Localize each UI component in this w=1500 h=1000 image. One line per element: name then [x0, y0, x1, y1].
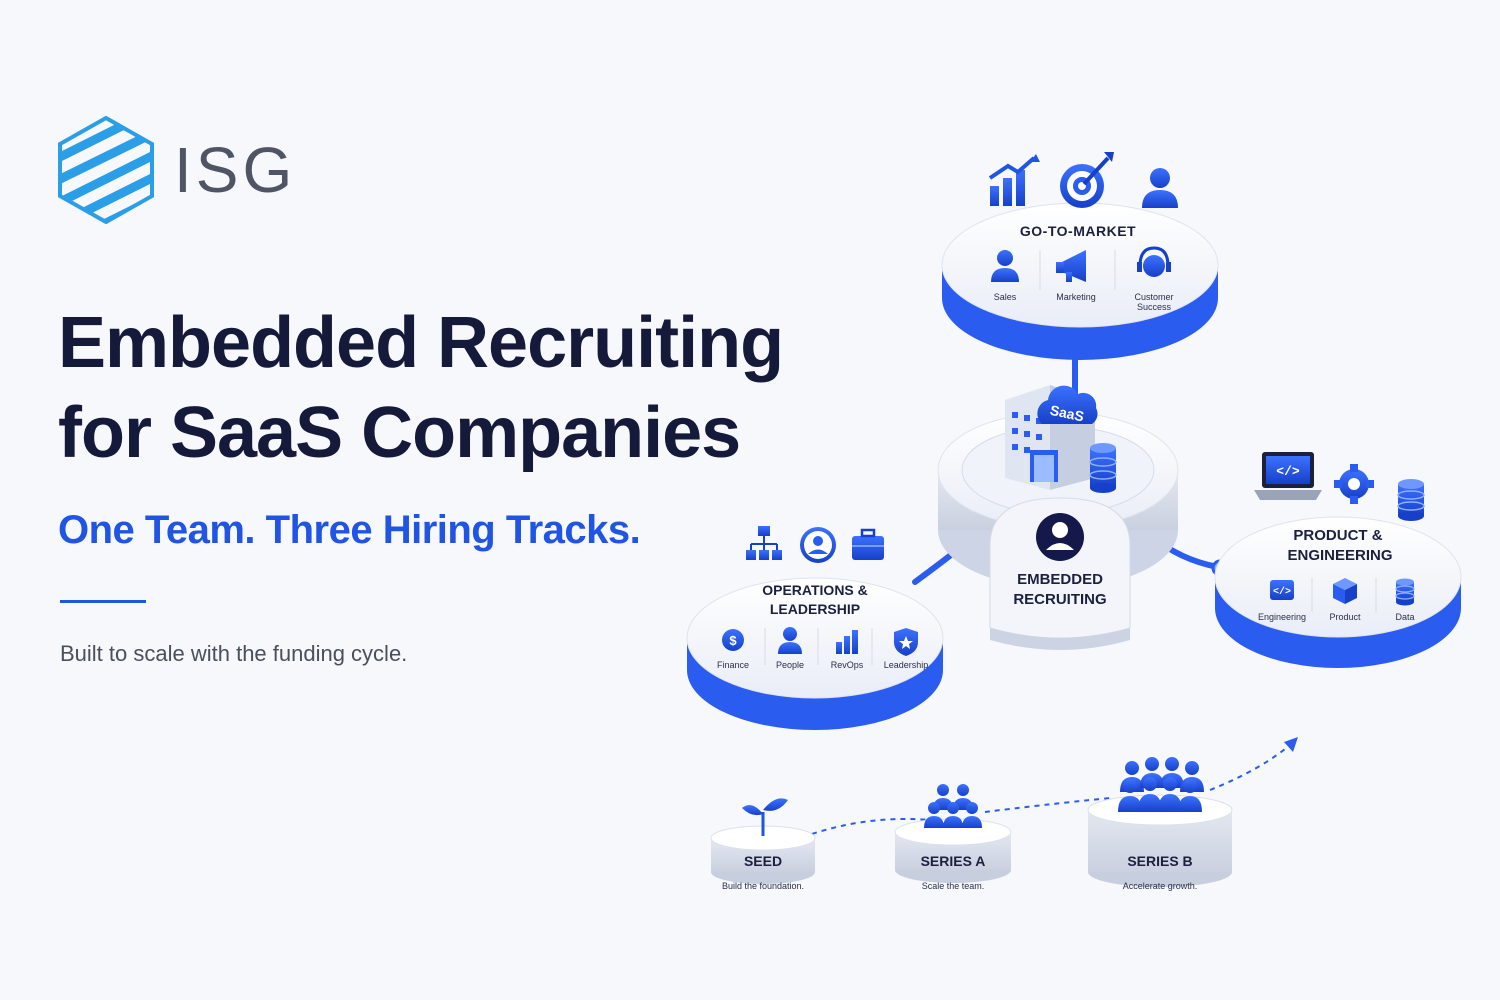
- user-circle-icon: [1036, 513, 1084, 561]
- product-title-line-2: ENGINEERING: [1287, 547, 1392, 564]
- saas-building-icon: [1005, 385, 1117, 493]
- product-title-line-1: PRODUCT &: [1293, 527, 1382, 544]
- series-a-pedestal: [894, 818, 1012, 883]
- cube-icon: [1333, 578, 1357, 604]
- brand: ISG: [58, 116, 296, 224]
- ops-item-finance: Finance: [716, 660, 750, 670]
- hub-label-line-2: RECRUITING: [1013, 591, 1107, 608]
- accent-divider: [60, 600, 146, 603]
- stage-series-b-caption: Accelerate growth.: [1122, 881, 1198, 891]
- gear-icon: [1334, 464, 1374, 504]
- database-icon: [1395, 578, 1415, 606]
- bar-chart-icon: [836, 630, 858, 654]
- hub-pedestal: [989, 497, 1131, 650]
- person-icon: [1142, 168, 1178, 208]
- cloud-icon: [1037, 385, 1098, 424]
- title-line-1: Embedded Recruiting: [58, 303, 784, 383]
- tagline: One Team. Three Hiring Tracks.: [58, 508, 641, 552]
- hub-label: EMBEDDED RECRUITING: [990, 570, 1130, 610]
- gtm-item-customer-success: Customer Success: [1124, 292, 1184, 312]
- shield-star-icon: [894, 628, 918, 656]
- megaphone-icon: [1056, 250, 1086, 282]
- product-item-data: Data: [1395, 612, 1415, 622]
- target-icon: [1060, 152, 1114, 208]
- gtm-item-sales: Sales: [993, 292, 1017, 302]
- sprout-icon: [742, 798, 788, 836]
- gtm-item-customer-success-line-1: Customer: [1134, 292, 1174, 302]
- stage-seed-caption: Build the foundation.: [721, 881, 805, 891]
- title-line-2: for SaaS Companies: [58, 393, 741, 473]
- dollar-icon: $: [722, 629, 744, 651]
- ops-title-line-2: LEADERSHIP: [770, 601, 860, 617]
- page-title: Embedded Recruiting for SaaS Companies: [58, 298, 818, 478]
- arrow-head-icon: [1284, 737, 1298, 752]
- saas-badge: SaaS: [1049, 402, 1086, 425]
- gtm-item-marketing: Marketing: [1056, 292, 1096, 302]
- product-item-product: Product: [1329, 612, 1361, 622]
- svg-text:</>: </>: [1273, 586, 1291, 598]
- laptop-code-icon: </>: [1254, 452, 1322, 500]
- gtm-title: GO-TO-MARKET: [1020, 223, 1136, 239]
- bar-chart-growth-icon: [988, 154, 1040, 206]
- code-icon: </>: [1270, 580, 1294, 600]
- person-icon: [991, 250, 1019, 282]
- small-team-icon: [924, 784, 982, 828]
- stage-seed-name: SEED: [743, 853, 783, 869]
- isg-logo-icon: [58, 116, 154, 224]
- ops-item-leadership: Leadership: [883, 660, 929, 670]
- person-icon: [778, 627, 802, 654]
- briefcase-icon: [852, 528, 884, 560]
- growth-arrow-path: [811, 744, 1291, 835]
- svg-text:$: $: [729, 633, 737, 648]
- product-item-engineering: Engineering: [1257, 612, 1307, 622]
- database-icon: [1089, 443, 1117, 493]
- subline: Built to scale with the funding cycle.: [60, 641, 408, 666]
- svg-text:</>: </>: [1276, 464, 1300, 479]
- ops-title-line-1: OPERATIONS &: [762, 582, 868, 598]
- headset-icon: [1137, 246, 1171, 277]
- large-team-icon: [1118, 757, 1204, 812]
- org-chart-icon: [746, 526, 782, 560]
- gtm-item-customer-success-line-2: Success: [1136, 302, 1171, 312]
- seed-pedestal: [710, 825, 816, 884]
- hub-label-line-1: EMBEDDED: [1017, 571, 1103, 588]
- brand-name: ISG: [174, 134, 297, 206]
- stage-series-b-name: SERIES B: [1127, 853, 1193, 869]
- stage-series-a-name: SERIES A: [920, 853, 986, 869]
- ops-platform: [686, 577, 944, 730]
- ops-item-revops: RevOps: [830, 660, 864, 670]
- user-circle-icon: [800, 527, 836, 563]
- ops-item-people: People: [775, 660, 805, 670]
- stage-series-a-caption: Scale the team.: [921, 881, 985, 891]
- database-icon: [1397, 479, 1425, 521]
